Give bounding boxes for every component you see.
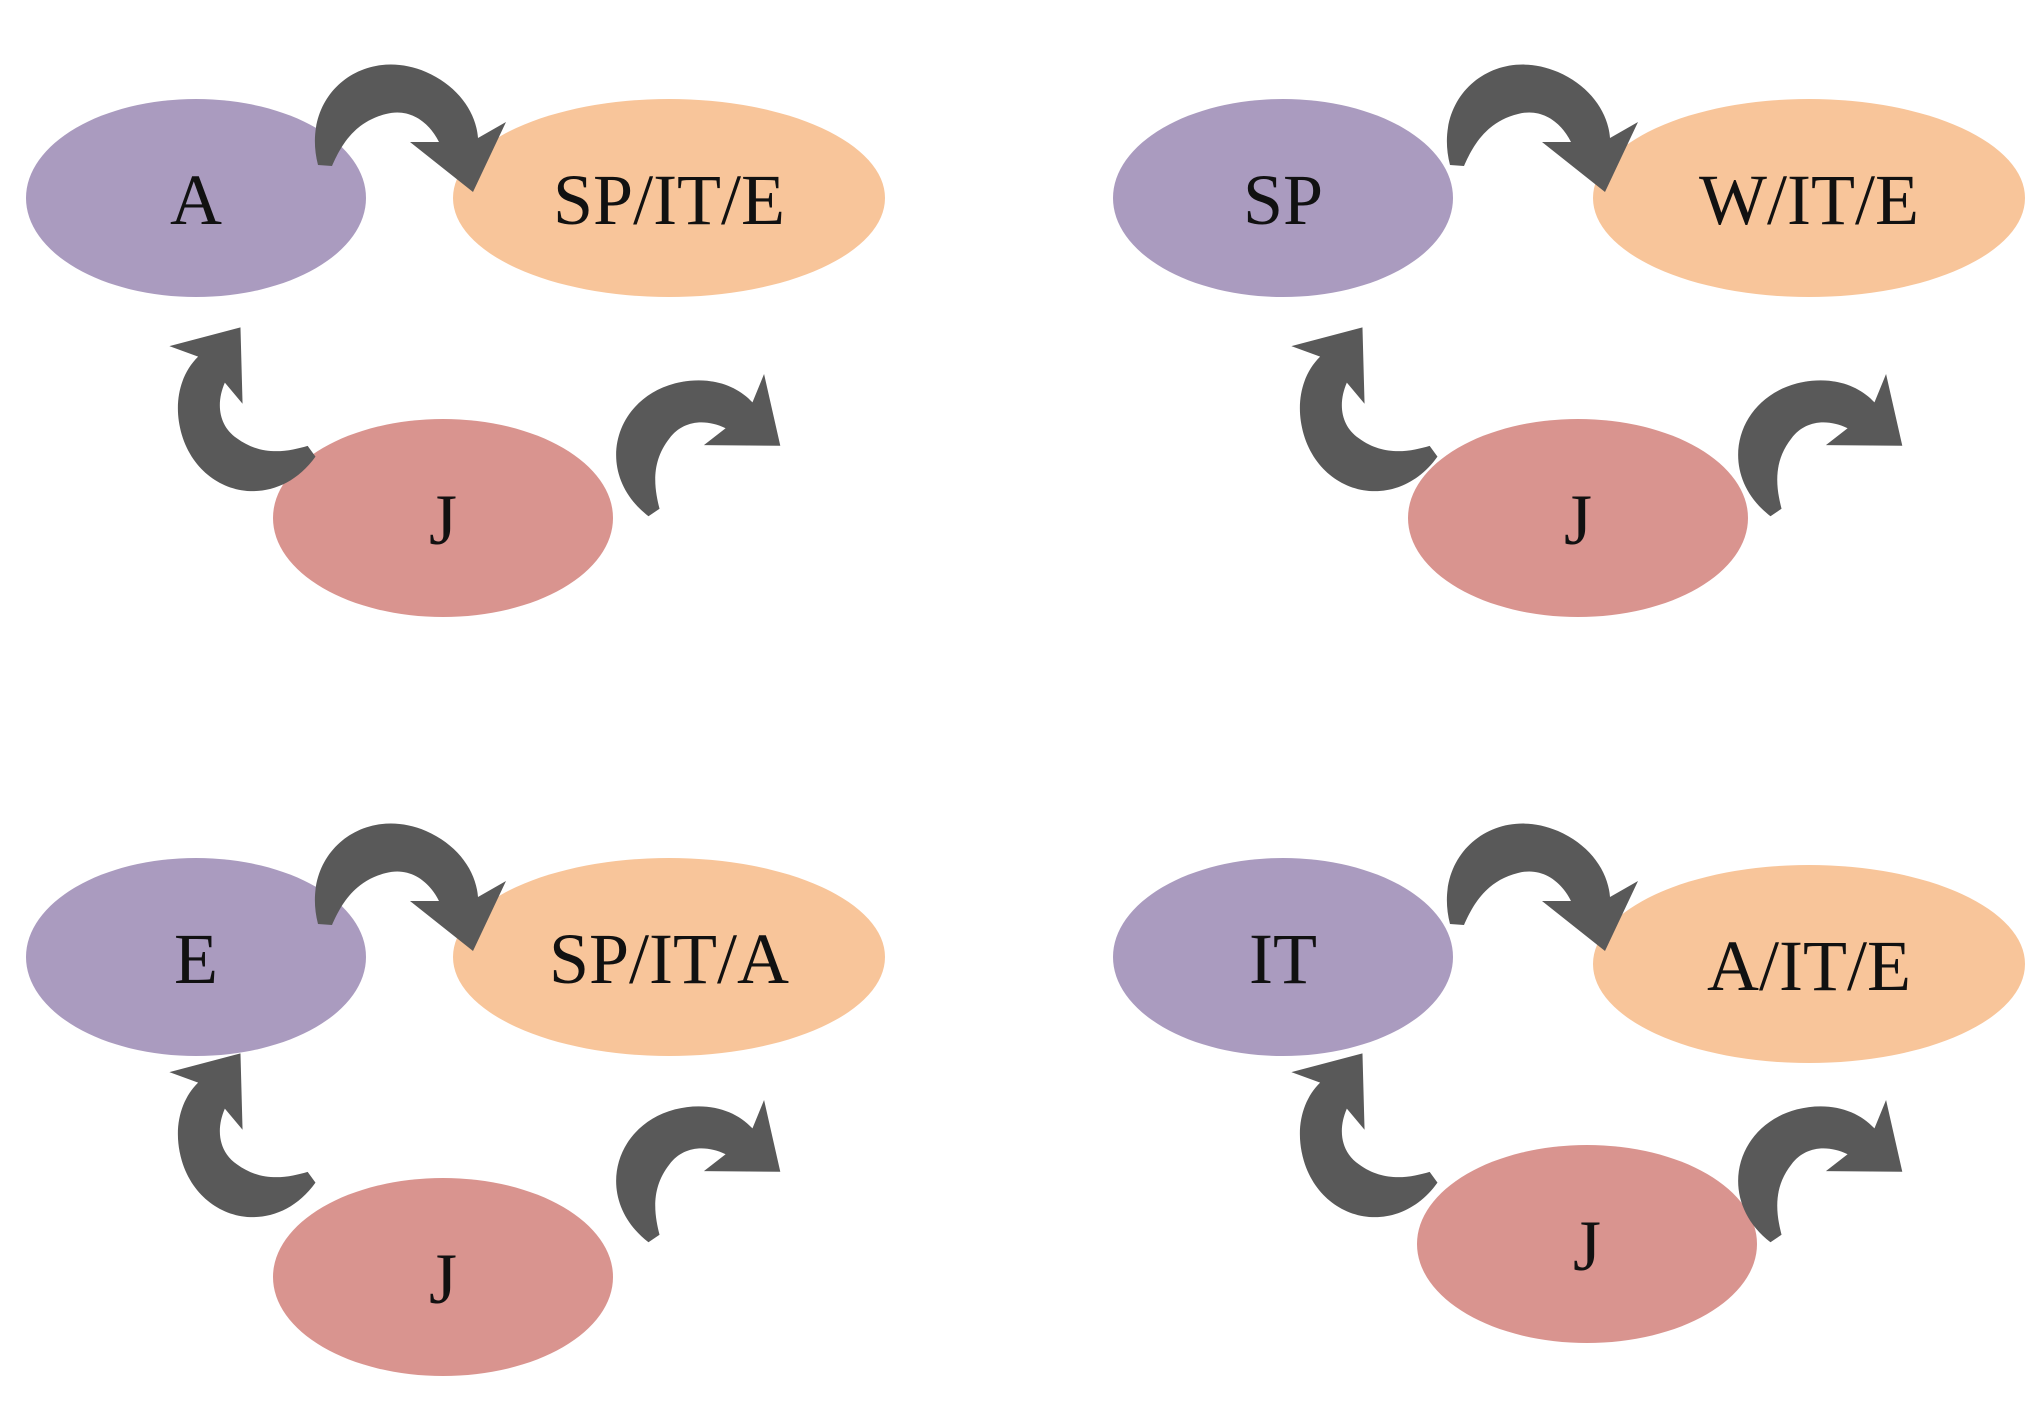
left-node <box>26 858 366 1056</box>
panel-4: IT A/IT/E J <box>1113 823 2025 1343</box>
bottom-node-label: J <box>1564 480 1592 560</box>
curved-arrow-icon <box>1446 64 1638 192</box>
left-node-label: SP <box>1243 160 1323 240</box>
right-node-label: W/IT/E <box>1699 160 1919 240</box>
curved-arrow-icon <box>1446 823 1638 951</box>
bottom-node-label: J <box>429 1239 457 1319</box>
bottom-node <box>1417 1145 1757 1343</box>
left-node <box>1113 858 1453 1056</box>
curved-arrow-icon <box>587 1057 806 1265</box>
right-node-label: A/IT/E <box>1707 926 1911 1006</box>
right-node-label: SP/IT/A <box>549 919 789 999</box>
right-node <box>453 858 885 1056</box>
left-node-label: A <box>170 160 222 240</box>
panel-3: E SP/IT/A J <box>26 823 885 1376</box>
bottom-node-label: J <box>1573 1206 1601 1286</box>
right-node <box>453 99 885 297</box>
bottom-node <box>273 1178 613 1376</box>
right-node <box>1593 99 2025 297</box>
curved-arrow-icon <box>587 331 806 539</box>
bottom-node <box>1408 419 1748 617</box>
right-node-label: SP/IT/E <box>553 160 785 240</box>
curved-arrow-icon <box>127 1029 338 1247</box>
bottom-node <box>273 419 613 617</box>
left-node-label: IT <box>1249 919 1317 999</box>
right-node <box>1593 865 2025 1063</box>
panel-1: A SP/IT/E J <box>26 64 885 617</box>
left-node-label: E <box>174 919 218 999</box>
panel-2: SP W/IT/E J <box>1113 64 2025 617</box>
left-node <box>1113 99 1453 297</box>
bottom-node-label: J <box>429 480 457 560</box>
left-node <box>26 99 366 297</box>
